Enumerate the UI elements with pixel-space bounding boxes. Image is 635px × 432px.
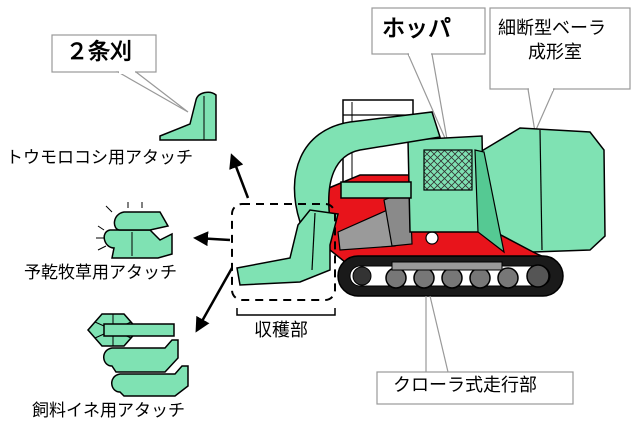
callout-crawler: [376, 295, 574, 405]
label-hopper: ホッパ: [382, 16, 451, 42]
rice-attachment-icon: [87, 313, 189, 397]
callout-two-row: [51, 34, 189, 113]
harvest-header: [236, 209, 339, 286]
label-corn-attachment: トウモロコシ用アタッチ: [6, 148, 193, 168]
arrow-icon: [193, 153, 250, 333]
corn-attachment-icon: [159, 91, 217, 141]
callout-baler: [489, 7, 631, 135]
label-two-row: ２条刈: [66, 40, 133, 65]
label-harvest-unit: 収穫部: [254, 320, 308, 341]
conveyor-chute: [293, 111, 441, 223]
hay-attachment-icon: [96, 202, 173, 259]
harvest-unit-boundary: [231, 203, 336, 301]
label-hay-attachment: 予乾牧草用アタッチ: [24, 263, 177, 283]
hopper: [407, 135, 505, 254]
harvest-unit-bracket: [236, 308, 336, 316]
label-crawler: クローラ式走行部: [393, 375, 537, 396]
label-baler-line1: 細断型ベーラ: [498, 18, 606, 39]
crawler-track: [337, 255, 564, 297]
label-baler-line2: 成形室: [528, 42, 582, 63]
callout-hopper: [371, 7, 486, 146]
operator-deck: [340, 181, 412, 199]
track-rollers: [352, 264, 550, 289]
label-rice-attachment: 飼料イネ用アタッチ: [32, 401, 185, 421]
